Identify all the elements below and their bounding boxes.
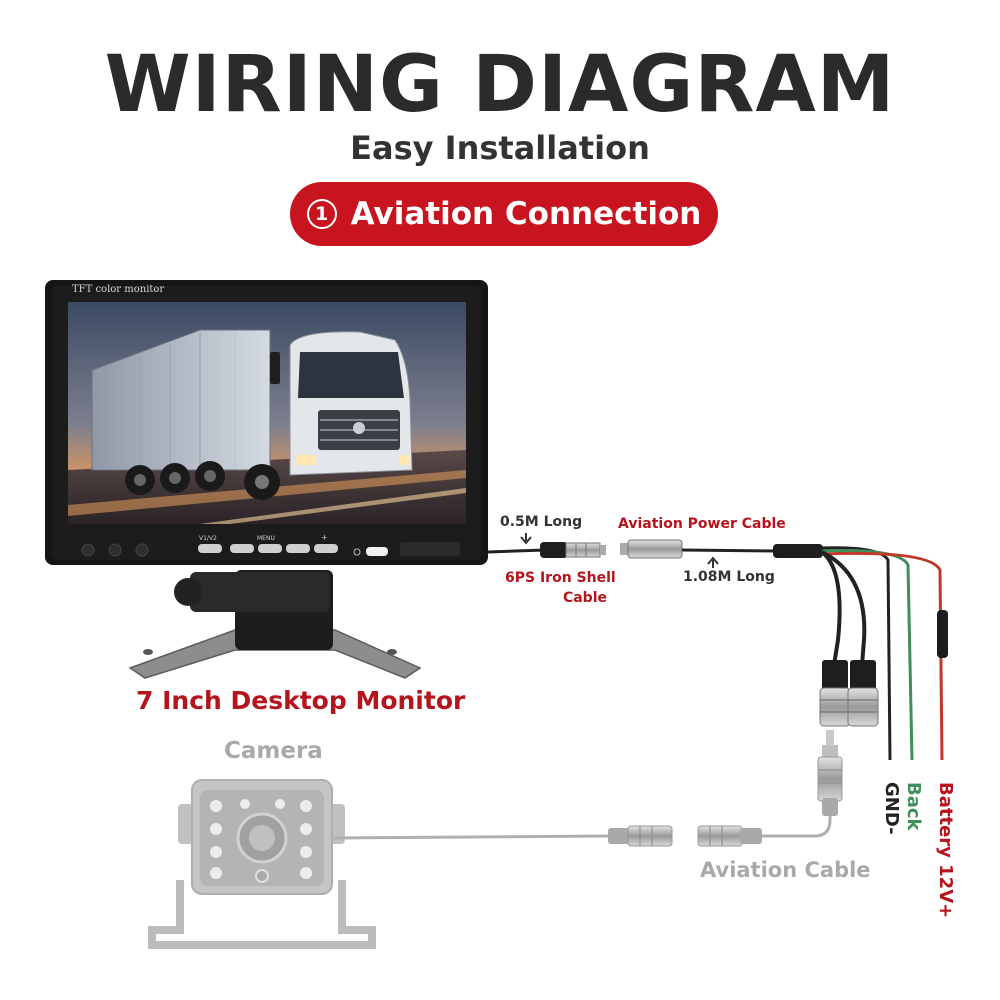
wire-gnd	[821, 546, 892, 761]
monitor-knob-icon	[174, 578, 202, 606]
label-power-cable-length: 1.08M Long	[683, 569, 775, 585]
label-power-cable: Aviation Power Cable	[618, 516, 786, 532]
monitor-button-menu[interactable]	[258, 544, 282, 553]
step-label: Aviation Connection	[350, 196, 702, 232]
label-iron-shell: 6PS Iron Shell Cable	[505, 568, 616, 608]
monitor-label-plus: +	[321, 533, 328, 542]
aviation-extension-cable	[333, 730, 843, 847]
power-icon	[353, 548, 361, 556]
step-badge: 1 Aviation Connection	[290, 182, 718, 246]
label-back: Back	[903, 782, 924, 831]
label-cable-length-short: 0.5M Long	[500, 514, 583, 530]
monitor	[45, 280, 488, 679]
aviation-power-cable	[620, 539, 948, 761]
monitor-brand-text: TFT color monitor	[72, 284, 165, 295]
label-aviation-cable: Aviation Cable	[700, 858, 871, 882]
arrow-up-icon	[707, 556, 719, 568]
label-iron-shell-line1: 6PS Iron Shell	[505, 570, 616, 586]
monitor-label-menu: MENU	[257, 535, 275, 542]
monitor-button-plus[interactable]	[314, 544, 338, 553]
label-gnd: GND-	[881, 782, 902, 835]
monitor-caption: 7 Inch Desktop Monitor	[136, 686, 466, 715]
monitor-label-v1v2: V1/V2	[199, 535, 217, 542]
label-battery: Battery 12V+	[935, 782, 956, 919]
step-number: 1	[306, 199, 337, 229]
monitor-button-minus[interactable]	[286, 544, 310, 553]
iron-shell-cable	[487, 542, 606, 558]
page-subtitle: Easy Installation	[350, 129, 650, 167]
label-iron-shell-line2: Cable	[562, 590, 607, 606]
monitor-button-v1v2[interactable]	[198, 544, 222, 553]
page-title: WIRING DIAGRAM	[104, 40, 896, 130]
monitor-power-button[interactable]	[366, 547, 388, 556]
monitor-button-mode[interactable]	[230, 544, 254, 553]
camera	[148, 779, 376, 949]
truck-trailer	[91, 329, 271, 471]
label-camera: Camera	[224, 738, 323, 764]
fuse-holder	[937, 610, 948, 658]
arrow-down-icon	[520, 533, 532, 545]
wire-battery	[821, 551, 944, 761]
